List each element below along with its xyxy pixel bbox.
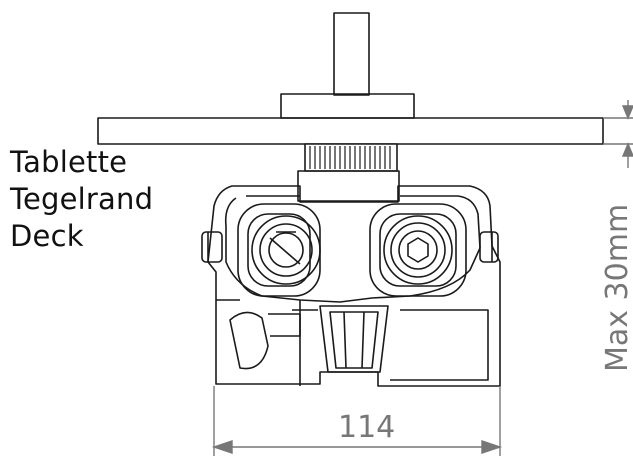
deck-plate [97,117,604,145]
mounting-block [280,93,415,119]
thread-section [304,143,398,172]
width-dimension [211,386,503,456]
height-dimension [603,100,633,168]
spindle [333,12,370,96]
width-dimension-label: 114 [338,410,396,445]
label-deck: Deck [10,219,84,253]
label-tegelrand: Tegelrand [10,182,154,216]
outlet-nozzle [319,305,389,373]
right-port [383,215,453,285]
left-port [251,215,321,285]
label-tablette: Tablette [10,145,128,179]
valve-neck [297,170,400,202]
height-dimension-label: Max 30mm [600,203,633,372]
valve-body [201,185,501,387]
